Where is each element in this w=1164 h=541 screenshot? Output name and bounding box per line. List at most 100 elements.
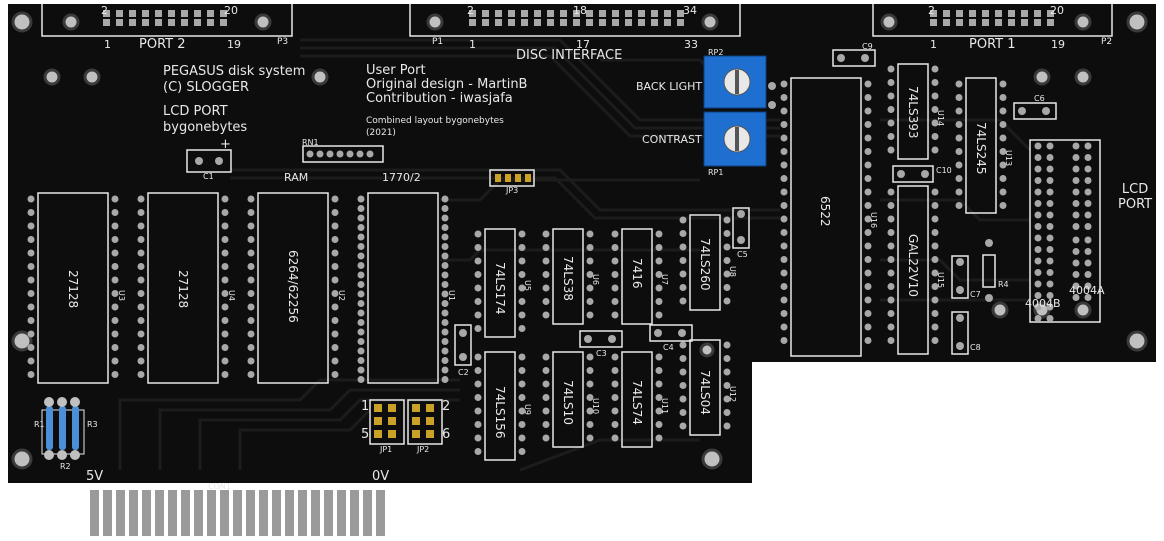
edge-finger bbox=[207, 490, 216, 536]
header-pin bbox=[129, 10, 136, 17]
chip-pin bbox=[586, 367, 594, 374]
chip-pin bbox=[27, 276, 35, 284]
u6-part: 74LS38 bbox=[561, 256, 575, 301]
lcd-port-line-1: LCD bbox=[1121, 182, 1149, 197]
trimmer-rp1 bbox=[703, 111, 767, 167]
chip-pin bbox=[542, 421, 550, 428]
header-pin bbox=[560, 10, 567, 17]
lcd-pin bbox=[1084, 165, 1092, 173]
chip-pin bbox=[111, 303, 119, 311]
chip-pin bbox=[221, 344, 229, 351]
lcd-pin bbox=[1072, 177, 1080, 184]
u16-ref: U16 bbox=[869, 212, 878, 229]
chip-pin bbox=[474, 394, 482, 401]
lcd-pin bbox=[1046, 280, 1054, 288]
u8-ref: U8 bbox=[728, 266, 737, 277]
chip-pin bbox=[357, 262, 365, 269]
chip-outline-u4 bbox=[147, 192, 219, 384]
disc-interface-label: DISC INTERFACE bbox=[516, 48, 623, 63]
pad bbox=[956, 258, 964, 266]
u13-ref: U13 bbox=[1004, 150, 1013, 167]
pad bbox=[837, 54, 845, 62]
pad bbox=[215, 157, 223, 165]
edge-finger bbox=[129, 490, 138, 536]
chip-pin bbox=[357, 281, 365, 288]
pad bbox=[584, 335, 592, 343]
chip-pin bbox=[723, 297, 731, 305]
header-pin bbox=[116, 10, 123, 17]
jp2-pin bbox=[426, 417, 434, 425]
r3-ref: R3 bbox=[87, 420, 98, 429]
chip-pin bbox=[221, 317, 229, 324]
chip-pin bbox=[111, 344, 119, 351]
rn1-pin bbox=[336, 150, 344, 158]
chip-pin bbox=[586, 230, 594, 238]
chip-pin bbox=[586, 271, 594, 278]
header-pin bbox=[930, 10, 937, 17]
header-pin bbox=[168, 19, 175, 26]
chip-pin bbox=[247, 303, 255, 311]
chip-pin bbox=[655, 284, 663, 292]
lcd-pin bbox=[1046, 211, 1054, 219]
u1-ref: U1 bbox=[447, 290, 456, 301]
chip-pin bbox=[331, 357, 339, 365]
chip-pin bbox=[441, 338, 449, 345]
chip-pin bbox=[655, 244, 663, 251]
u8-part: 74LS260 bbox=[698, 238, 712, 291]
header-pin bbox=[638, 10, 645, 17]
mount-hole bbox=[991, 301, 1009, 319]
cap-outline-c6 bbox=[1013, 102, 1057, 120]
chip-pin bbox=[864, 202, 872, 209]
u14-ref: U14 bbox=[936, 110, 945, 127]
chip-pin bbox=[931, 146, 939, 154]
rn1-ref: RN1 bbox=[302, 138, 319, 147]
u9-ref: U9 bbox=[523, 404, 532, 415]
chip-pin bbox=[247, 195, 255, 203]
chip-pin bbox=[586, 380, 594, 388]
chip-pin bbox=[474, 448, 482, 455]
jp3-pin bbox=[515, 174, 521, 182]
c8-ref: C8 bbox=[970, 343, 981, 352]
lcd-pin bbox=[1034, 280, 1042, 288]
c9-ref: C9 bbox=[862, 42, 873, 51]
lcd-pin bbox=[1034, 142, 1042, 150]
header-pin bbox=[220, 19, 227, 26]
rn1-pin bbox=[366, 150, 374, 158]
edge-finger bbox=[285, 490, 294, 536]
header-pin bbox=[1008, 19, 1015, 26]
chip-pin bbox=[111, 290, 119, 297]
chip-pin bbox=[887, 106, 895, 113]
chip-pin bbox=[518, 298, 526, 305]
header-pin bbox=[155, 19, 162, 26]
chip-pin bbox=[679, 230, 687, 237]
chip-pin bbox=[780, 242, 788, 250]
chip-pin bbox=[586, 353, 594, 361]
header-pin bbox=[1008, 10, 1015, 17]
edge-finger bbox=[168, 490, 177, 536]
pad bbox=[861, 54, 869, 62]
jp1-pin bbox=[388, 404, 396, 412]
chip-pin bbox=[247, 263, 255, 270]
port1-pin-19: 19 bbox=[1051, 38, 1065, 51]
chip-pin bbox=[221, 303, 229, 311]
chip-pin bbox=[221, 371, 229, 378]
u7-part: 7416 bbox=[630, 258, 644, 289]
chip-pin bbox=[27, 357, 35, 365]
p1-pin-17: 17 bbox=[576, 38, 590, 51]
chip-pin bbox=[518, 434, 526, 442]
lcd-pin bbox=[1084, 200, 1092, 207]
chip-pin bbox=[518, 353, 526, 361]
jp1-pin bbox=[374, 417, 382, 425]
cap-outline-c4 bbox=[649, 324, 693, 342]
chip-pin bbox=[137, 195, 145, 203]
u10-ref: U10 bbox=[591, 398, 600, 415]
chip-pin bbox=[864, 161, 872, 169]
chip-pin bbox=[27, 290, 35, 297]
chip-pin bbox=[542, 353, 550, 361]
jp2-pin bbox=[426, 404, 434, 412]
chip-pin bbox=[221, 236, 229, 243]
edge-finger bbox=[181, 490, 190, 536]
cap-outline-c5 bbox=[732, 207, 750, 249]
chip-pin bbox=[441, 347, 449, 355]
lcd-option-4004a: 4004A bbox=[1069, 284, 1105, 297]
